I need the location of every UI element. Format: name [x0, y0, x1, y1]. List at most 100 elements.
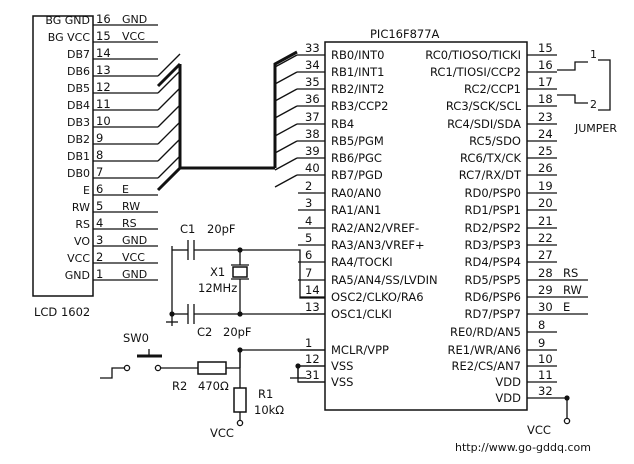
mcu-pin-label-rb2-int2-35: RB2/INT2: [331, 82, 384, 96]
jumper-wire-16: [557, 61, 588, 71]
mcu-pin-num-rd1-psp1-20: 20: [538, 196, 553, 210]
mcu-pin-num-ra2-an2-vref-4: 4: [305, 214, 312, 228]
lcd-pin-label-db6: DB6: [67, 65, 90, 78]
mcu-pin-num-ra4-tocki-6: 6: [305, 248, 312, 262]
osc2-net: [194, 249, 325, 299]
lcd-pin-num-db7: 14: [96, 46, 111, 60]
mcu-pin-label-ra5-an4-ss-lvdin-7: RA5/AN4/SS/LVDIN: [331, 273, 438, 287]
mcu-pin-num-ra1-an1-3: 3: [305, 196, 312, 210]
vcc-right-label: VCC: [527, 423, 551, 437]
bus-right: [273, 50, 298, 168]
lcd-pin-label-gnd: GND: [65, 269, 90, 282]
mcu-pin-label-rc5-sdo-24: RC5/SDO: [469, 134, 521, 148]
mcu-pin-label-rd0-psp0-19: RD0/PSP0: [464, 186, 521, 200]
lcd-pin-net-bg-gnd: GND: [122, 13, 147, 26]
mcu-pin-label-ra2-an2-vref-4: RA2/AN2/VREF-: [331, 221, 419, 235]
mcu-pin-label-osc1-clki-13: OSC1/CLKI: [331, 307, 392, 321]
bus-entry-left-7: [157, 121, 181, 145]
mcu-pin-num-rd3-psp3-22: 22: [538, 231, 553, 245]
lcd-pin-label-rs: RS: [75, 218, 90, 231]
bus-entry-left-3: [157, 53, 181, 77]
mcu-pin-num-vdd-32: 32: [538, 384, 553, 398]
bus-entry-right-39: [274, 157, 298, 171]
bus-entry-left-8: [157, 138, 181, 162]
lcd-pin-label-vo: VO: [74, 235, 90, 248]
mcu-pin-label-re2-cs-an7-10: RE2/CS/AN7: [452, 359, 521, 373]
lcd-pin-label-db2: DB2: [67, 133, 90, 146]
node-vss: [295, 363, 301, 369]
bus-entry-right-38: [274, 140, 298, 154]
mcu-pin-num-ra3-an3-vref-5: 5: [305, 231, 312, 245]
website-url: http://www.go-gddq.com: [455, 441, 591, 454]
lcd-pin-label-db7: DB7: [67, 48, 90, 61]
mcu-pin-net-rd5-psp5-28: RS: [563, 266, 578, 280]
mcu-pin-label-vdd-32: VDD: [495, 391, 521, 405]
lcd-pin-num-rw: 5: [96, 199, 103, 213]
mcu-pin-label-ra0-an0-2: RA0/AN0: [331, 186, 381, 200]
mcu-pin-num-rb6-pgc-39: 39: [305, 144, 320, 158]
mcu-pin-num-rc5-sdo-24: 24: [538, 127, 553, 141]
r2-value: 470Ω: [198, 379, 229, 393]
c2-capacitor: [187, 304, 195, 324]
bus-entry-right-33: [274, 54, 298, 68]
lcd-pin-net-bg-vcc: VCC: [122, 30, 145, 43]
mcu-pin-net-rd7-psp7-30: E: [563, 300, 570, 314]
lcd-pin-num-db3: 10: [96, 114, 111, 128]
node-c1-x1: [237, 247, 243, 253]
mcu-pin-num-re1-wr-an6-9: 9: [538, 336, 545, 350]
vdd-supply: VCC: [527, 395, 571, 437]
mcu-pin-num-re0-rd-an5-8: 8: [538, 318, 545, 332]
mcu-pin-label-osc2-clko-ra6-14: OSC2/CLKO/RA6: [331, 290, 424, 304]
lcd-pin-num-vo: 3: [96, 233, 103, 247]
mcu-pin-label-ra3-an3-vref-5: RA3/AN3/VREF+: [331, 238, 425, 252]
mcu-pin-label-rc1-tiosi-ccp2-16: RC1/TIOSI/CCP2: [430, 65, 521, 79]
mcu-pin-num-rc1-tiosi-ccp2-16: 16: [538, 58, 553, 72]
mcu-pin-label-vdd-11: VDD: [495, 375, 521, 389]
mcu-pin-num-rd4-psp4-27: 27: [538, 248, 553, 262]
x1-label: X1: [210, 265, 225, 279]
bus-entry-left-4: [157, 70, 181, 94]
mcu-pin-label-rd5-psp5-28: RD5/PSP5: [464, 273, 521, 287]
mcu-pin-label-rd4-psp4-27: RD4/PSP4: [464, 255, 521, 269]
mcu-pin-label-vss-12: VSS: [331, 359, 353, 373]
mcu-pin-num-mclr-vpp-1: 1: [305, 336, 312, 350]
x1-value: 12MHz: [198, 281, 237, 295]
lcd-pin-label-e: E: [83, 184, 90, 197]
mcu-pin-label-rb6-pgc-39: RB6/PGC: [331, 151, 382, 165]
mcu-pin-num-vdd-11: 11: [538, 368, 553, 382]
mcu-pin-label-rc2-ccp1-17: RC2/CCP1: [464, 82, 521, 96]
mcu-pin-label-ra4-tocki-6: RA4/TOCKI: [331, 255, 393, 269]
mcu-pin-label-rb3-ccp2-36: RB3/CCP2: [331, 99, 388, 113]
lcd-pin-label-vcc: VCC: [67, 252, 90, 265]
mcu-pin-label-rc0-tioso-ticki-15: RC0/TIOSO/TICKI: [425, 48, 521, 62]
lcd-pin-num-db5: 12: [96, 80, 111, 94]
c1-value: 20pF: [207, 222, 236, 236]
bus-entry-right-40: [274, 174, 298, 188]
data-bus: [156, 50, 298, 192]
mcu-pin-label-ra1-an1-3: RA1/AN1: [331, 203, 381, 217]
lcd-pin-num-vcc: 2: [96, 250, 103, 264]
r1-resistor: [233, 387, 247, 413]
lcd-name: LCD 1602: [34, 305, 90, 319]
lcd-pin-num-db1: 8: [96, 148, 103, 162]
lcd-pin-label-bg-vcc: BG VCC: [48, 31, 91, 44]
mcu-pin-num-rb1-int1-34: 34: [305, 58, 320, 72]
mcu-pin-label-rc4-sdi-sda-23: RC4/SDI/SDA: [447, 117, 521, 131]
jumper-pin2: 2: [590, 98, 597, 111]
node-vdd: [564, 395, 570, 401]
mcu-pin-label-re0-rd-an5-8: RE0/RD/AN5: [450, 325, 521, 339]
c1-capacitor: [187, 240, 195, 260]
lcd-pin-label-bg-gnd: BG GND: [45, 14, 90, 27]
mcu-pin-num-rd7-psp7-30: 30: [538, 300, 553, 314]
mcu-pin-label-rb5-pgm-38: RB5/PGM: [331, 134, 384, 148]
jumper-pin1: 1: [590, 48, 597, 61]
lcd-pin-net-gnd: GND: [122, 268, 147, 281]
mcu-pin-label-mclr-vpp-1: MCLR/VPP: [331, 343, 389, 357]
mcu-pin-num-rc4-sdi-sda-23: 23: [538, 110, 553, 124]
mcu-pin-label-vss-31: VSS: [331, 375, 353, 389]
bus-entries: [157, 53, 181, 179]
sw0-label: SW0: [123, 331, 149, 345]
sw0-contact-left: [123, 364, 131, 372]
node-c2-ground: [169, 311, 175, 317]
